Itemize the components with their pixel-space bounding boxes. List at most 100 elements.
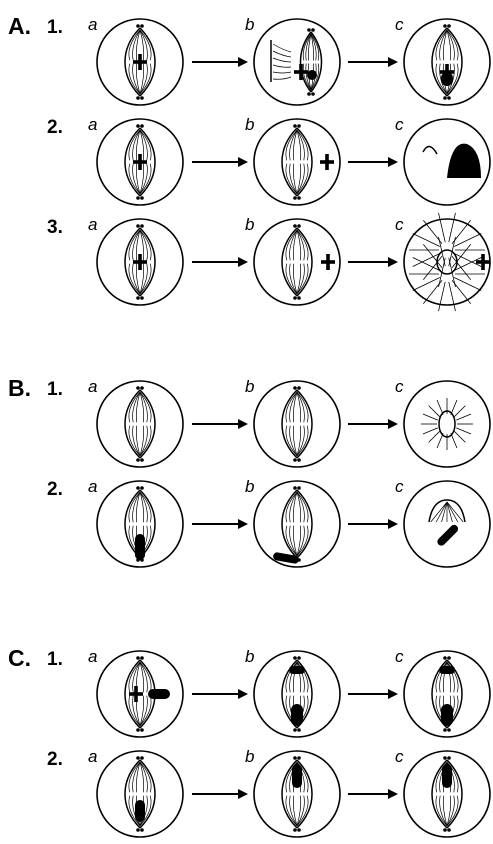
cell-outline xyxy=(253,218,341,306)
spindle-fiber xyxy=(132,129,141,161)
cell-outline xyxy=(403,650,491,738)
centriole-dot xyxy=(140,96,144,100)
spindle-fiber xyxy=(139,29,152,61)
spindle-outline-right xyxy=(446,27,463,97)
spindle-fiber xyxy=(442,795,448,827)
centriole-dot xyxy=(297,386,301,390)
spindle-fiber xyxy=(132,695,141,727)
spindle-fiber xyxy=(296,229,309,261)
cell-a2-c: c xyxy=(395,115,491,206)
cell-a3-c: c xyxy=(395,212,491,312)
aster-ray xyxy=(438,212,446,243)
spindle-fiber xyxy=(310,33,314,61)
panel-label: c xyxy=(395,115,404,134)
aster-ray xyxy=(451,280,472,304)
spindle-fiber xyxy=(442,29,448,61)
needle-cross-horizontal xyxy=(133,260,147,264)
spindle-fiber xyxy=(139,129,148,161)
centriole-dot xyxy=(447,728,451,732)
spindle-fiber xyxy=(446,501,459,523)
spindle-fiber xyxy=(296,795,309,827)
spindle-fiber xyxy=(285,425,298,457)
centriole-dot xyxy=(443,828,447,832)
spindle-fiber xyxy=(285,525,298,557)
cell-c1-b: b xyxy=(245,647,341,738)
spindle-outline-right xyxy=(139,389,156,459)
panel-label: b xyxy=(245,747,254,766)
spindle-fiber xyxy=(289,425,298,457)
aster-ray xyxy=(453,430,466,443)
centriole-dot xyxy=(447,828,451,832)
spindle-fiber xyxy=(139,163,145,195)
spindle-outline-left xyxy=(281,127,298,197)
spindle-fiber xyxy=(139,695,145,727)
spindle-fiber xyxy=(305,33,312,61)
spindle-outline-right xyxy=(296,389,313,459)
spindle-fiber xyxy=(128,229,141,261)
spindle-fiber xyxy=(446,661,455,693)
cell-outline xyxy=(253,480,341,568)
spindle-fiber xyxy=(310,33,317,61)
spindle-fiber xyxy=(135,229,141,261)
spindle-fiber xyxy=(139,263,145,295)
spindle-outline-left xyxy=(124,489,141,559)
cell-outline xyxy=(403,18,491,106)
cell-a1-a: a xyxy=(88,15,184,106)
cell-c2-c: c xyxy=(395,747,491,838)
spindle-outline-right xyxy=(139,759,156,829)
aster-ray xyxy=(412,257,440,271)
spindle-fiber xyxy=(296,129,305,161)
aster-ray xyxy=(451,256,472,280)
spindle-outline-left xyxy=(281,227,298,297)
centriole-dot xyxy=(140,296,144,300)
aster-ray xyxy=(422,427,438,435)
spindle-fiber xyxy=(435,795,448,827)
cell-b1-c: c xyxy=(395,377,491,468)
spindle-fiber xyxy=(285,391,298,423)
spindle-fiber xyxy=(296,163,305,195)
centriole-dot xyxy=(136,24,140,28)
spindle-fiber xyxy=(308,33,312,61)
spindle-fiber xyxy=(132,761,141,793)
centriole-dot xyxy=(297,486,301,490)
centriole-dot xyxy=(136,458,140,462)
cell-b1-a: a xyxy=(88,377,184,468)
centriole-dot xyxy=(140,458,144,462)
panel-label: b xyxy=(245,115,254,134)
centriole-dot xyxy=(136,196,140,200)
spindle-fiber xyxy=(296,229,305,261)
aster-ray xyxy=(422,413,438,421)
spindle-fiber xyxy=(132,491,141,523)
spindle-fiber xyxy=(139,163,152,195)
aster-ray xyxy=(454,253,482,267)
spindle-outline-left xyxy=(124,27,141,97)
panel-label: a xyxy=(88,15,97,34)
spindle-fiber xyxy=(446,795,452,827)
cell-outline xyxy=(403,750,491,838)
spindle-fiber xyxy=(139,761,145,793)
aster-ray xyxy=(436,399,444,415)
aster-ray xyxy=(451,244,472,268)
spindle-fiber xyxy=(272,57,292,63)
spindle-fiber xyxy=(135,63,141,95)
spindle-fiber xyxy=(296,491,302,523)
spindle-fiber xyxy=(446,63,459,95)
pole-mass xyxy=(439,666,455,674)
centriole-dot xyxy=(297,458,301,462)
panel-label: a xyxy=(88,377,97,396)
spindle-fiber xyxy=(435,63,448,95)
spindle-fiber xyxy=(430,501,448,523)
spindle-fiber xyxy=(296,425,302,457)
spindle-fiber xyxy=(128,263,141,295)
spindle-fiber xyxy=(302,33,312,61)
spindle-fiber xyxy=(139,695,148,727)
small-half-spindle xyxy=(422,145,438,155)
centriole-dot xyxy=(293,296,297,300)
spindle-fiber xyxy=(132,29,141,61)
cell-outline xyxy=(253,18,341,106)
spindle-fiber xyxy=(128,761,141,793)
spindle-fiber xyxy=(292,795,298,827)
spindle-fiber xyxy=(139,425,145,457)
spindle-fiber xyxy=(446,29,459,61)
spindle-fiber xyxy=(292,263,298,295)
